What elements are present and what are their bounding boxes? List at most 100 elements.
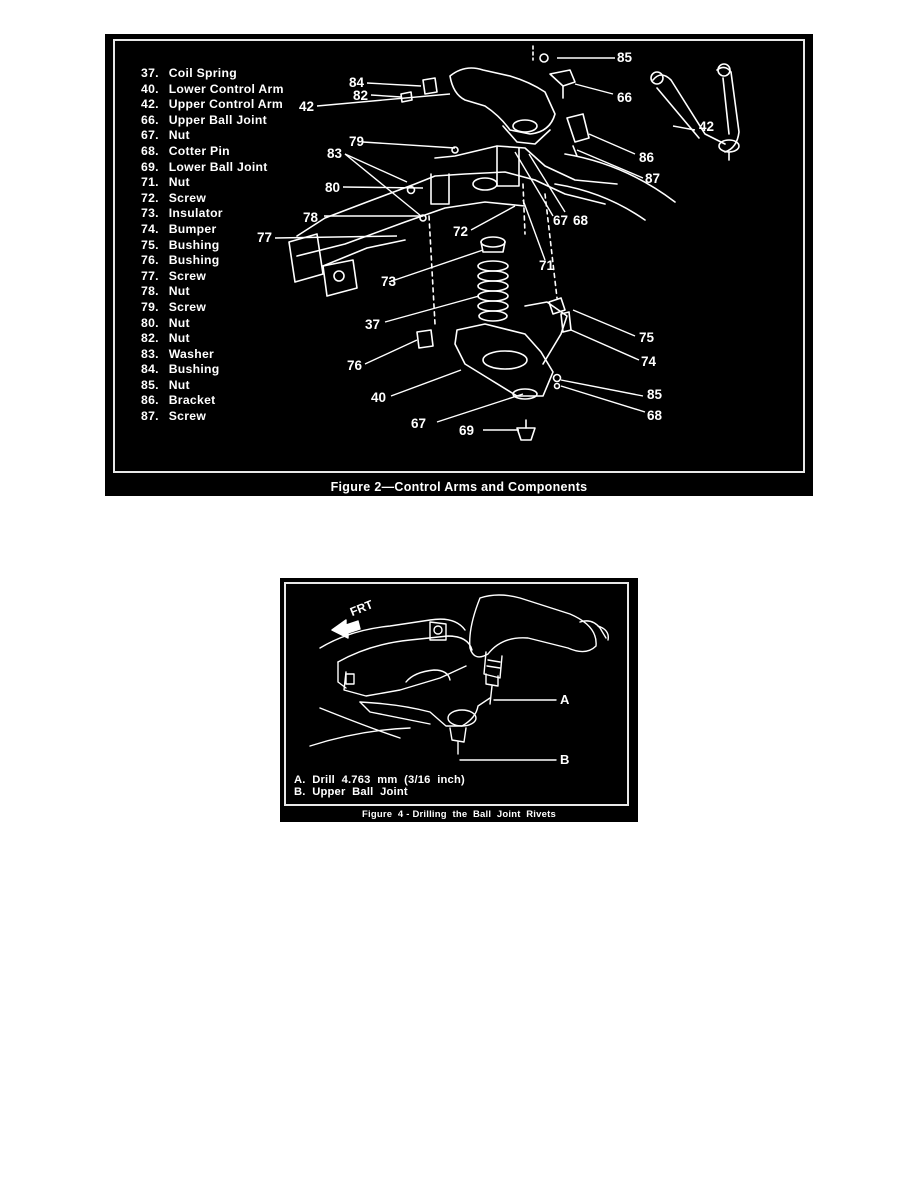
legend-item-number: 83. [141, 346, 159, 361]
callout-77: 77 [257, 230, 273, 245]
figure-4-caption: Figure 4 - Drilling the Ball Joint Rivet… [362, 809, 556, 820]
legend-item: 71. Nut [141, 175, 284, 191]
legend-item: 87. Screw [141, 409, 284, 425]
callout-84: 84 [349, 75, 365, 90]
figure-4-legend: A. Drill 4.763 mm (3/16 inch) B. Upper B… [294, 774, 465, 798]
legend-item: 68. Cotter Pin [141, 144, 284, 160]
callout-79: 79 [349, 134, 365, 149]
legend-item-label: Screw [168, 299, 207, 314]
legend-item-number: 76. [141, 253, 159, 268]
legend-item-number: 71. [141, 175, 159, 190]
callout-76: 76 [347, 358, 363, 373]
legend-item-label: Bushing [168, 362, 220, 377]
legend-item-number: 85. [141, 377, 159, 392]
callout-80: 80 [325, 180, 341, 195]
legend-item-number: 66. [141, 112, 159, 127]
callout-71: 71 [539, 258, 555, 273]
callout-83: 83 [327, 146, 343, 161]
legend-item: 42. Upper Control Arm [141, 97, 284, 113]
legend-item: 78. Nut [141, 284, 284, 300]
control-arms-exploded-drawing [274, 45, 740, 441]
legend-b: B. Upper Ball Joint [294, 786, 408, 798]
callout-67-lower: 67 [411, 416, 427, 431]
callout-75: 75 [639, 330, 655, 345]
legend-item-number: 74. [141, 221, 159, 236]
legend-item-number: 78. [141, 284, 159, 299]
legend-item-label: Coil Spring [168, 66, 237, 80]
legend-item-number: 77. [141, 268, 159, 283]
figure-4: FRT FRT A B A. Drill 4.763 mm (3/16 inch… [280, 578, 638, 822]
callout-37: 37 [365, 317, 381, 332]
legend-item-number: 79. [141, 299, 159, 314]
callout-68-upper: 68 [573, 213, 589, 228]
legend-item: 66. Upper Ball Joint [141, 113, 284, 129]
legend-item-label: Nut [168, 284, 190, 299]
legend-item-label: Lower Control Arm [168, 81, 284, 96]
legend-item: 72. Screw [141, 191, 284, 207]
figure-2-caption: Figure 2—Control Arms and Components [330, 480, 588, 494]
callout-66: 66 [617, 90, 633, 105]
legend-item-label: Nut [168, 175, 190, 190]
legend-item-number: 84. [141, 362, 159, 377]
legend-item: 86. Bracket [141, 393, 284, 409]
legend-item: 40. Lower Control Arm [141, 82, 284, 98]
callout-86: 86 [639, 150, 655, 165]
legend-item-label: Screw [168, 190, 207, 205]
legend-item-label: Upper Ball Joint [168, 112, 267, 127]
legend-item-number: 72. [141, 190, 159, 205]
callout-82: 82 [353, 88, 369, 103]
legend-item: 80. Nut [141, 316, 284, 332]
figure-2-frame [113, 39, 805, 473]
legend-item-number: 68. [141, 143, 159, 158]
callout-a: A [560, 692, 570, 707]
legend-a: A. Drill 4.763 mm (3/16 inch) [294, 774, 465, 786]
callout-69: 69 [459, 423, 475, 438]
callout-42: 42 [299, 99, 315, 114]
legend-item: 82. Nut [141, 331, 284, 347]
callout-40: 40 [371, 390, 387, 405]
legend-item-label: Washer [168, 346, 215, 361]
legend-item-label: Cotter Pin [168, 143, 230, 158]
drilling-ball-joint-drawing [309, 594, 609, 761]
legend-item: 79. Screw [141, 300, 284, 316]
callout-74: 74 [641, 354, 657, 369]
legend-item-number: 75. [141, 237, 159, 252]
legend-item-label: Nut [168, 377, 190, 392]
legend-item-number: 37. [141, 66, 159, 80]
callout-85-lower: 85 [647, 387, 663, 402]
callout-b: B [560, 752, 570, 767]
legend-item-label: Lower Ball Joint [168, 159, 268, 174]
legend-item-number: 86. [141, 393, 159, 408]
callout-68-lower: 68 [647, 408, 663, 423]
legend-item-number: 87. [141, 409, 159, 424]
legend-item-number: 73. [141, 206, 159, 221]
legend-item-label: Nut [168, 315, 190, 330]
callout-87: 87 [645, 171, 661, 186]
legend-item-label: Nut [168, 128, 190, 143]
legend-item: 85. Nut [141, 378, 284, 394]
legend-item-label: Insulator [168, 206, 223, 221]
legend-item-number: 80. [141, 315, 159, 330]
legend-item-label: Bumper [168, 221, 217, 236]
callout-85: 85 [617, 50, 633, 65]
legend-item: 73. Insulator [141, 206, 284, 222]
legend-item: 83. Washer [141, 347, 284, 363]
legend-item-number: 82. [141, 331, 159, 346]
legend-item-label: Screw [168, 268, 207, 283]
callout-78: 78 [303, 210, 319, 225]
legend-item: 67. Nut [141, 128, 284, 144]
legend-item: 37. Coil Spring [141, 66, 284, 82]
legend-item-number: 40. [141, 81, 159, 96]
legend-item-label: Nut [168, 331, 190, 346]
legend-item-label: Screw [168, 409, 207, 424]
legend-item-number: 67. [141, 128, 159, 143]
callout-72: 72 [453, 224, 469, 239]
legend-item: 84. Bushing [141, 362, 284, 378]
legend-item-number: 42. [141, 97, 159, 112]
callout-67-upper: 67 [553, 213, 569, 228]
figure-4-frame [284, 582, 629, 806]
callout-73: 73 [381, 274, 397, 289]
legend-item: 75. Bushing [141, 238, 284, 254]
